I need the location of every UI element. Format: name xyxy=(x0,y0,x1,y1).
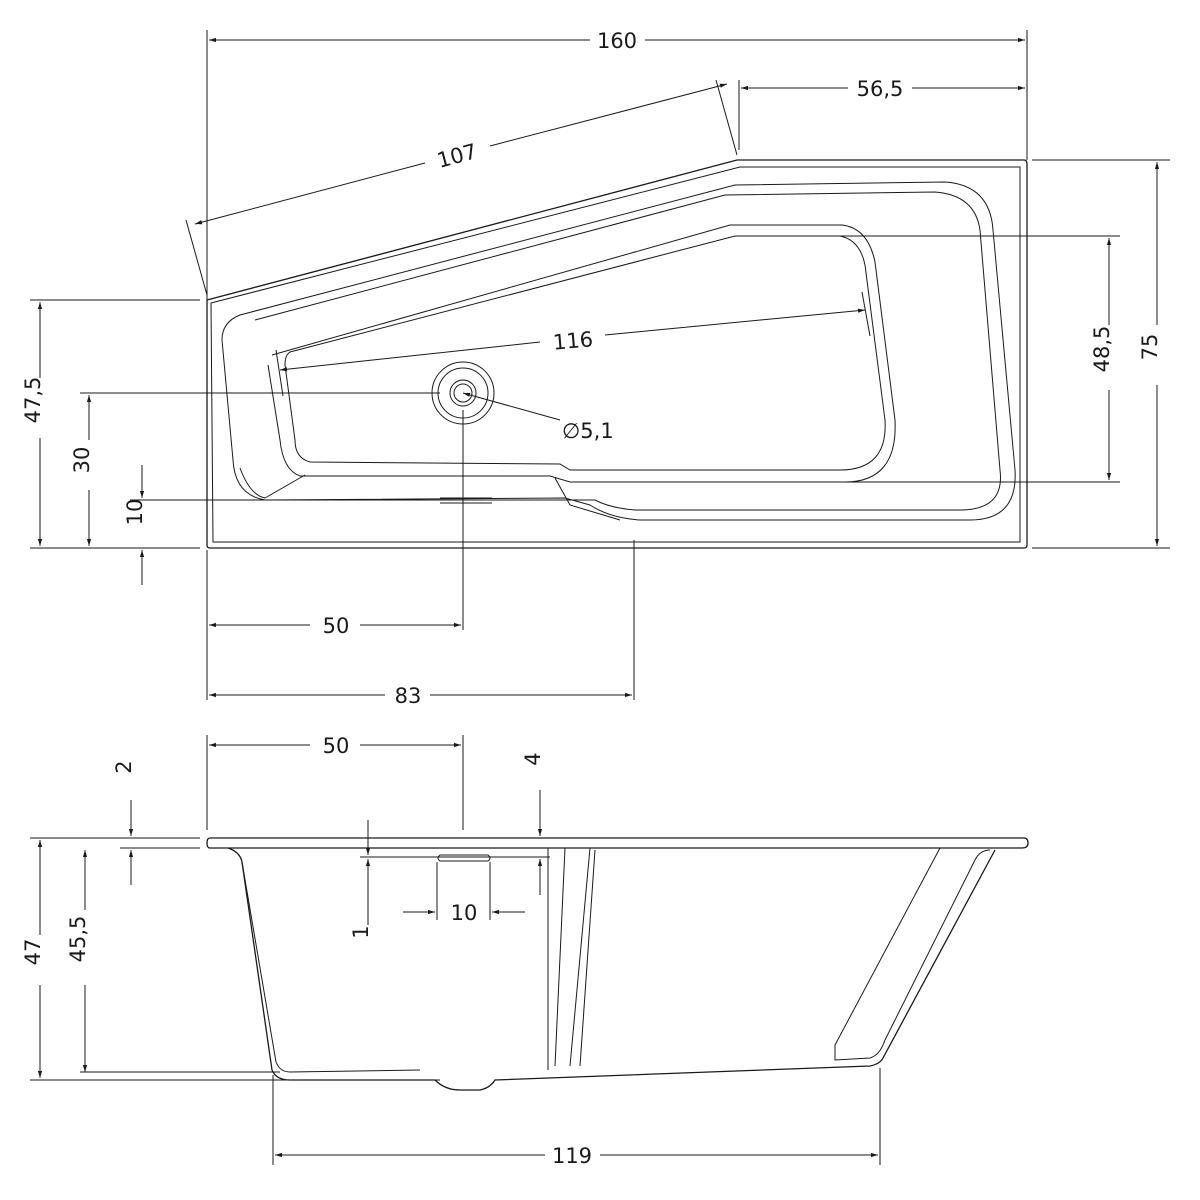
dim-83: 83 xyxy=(395,684,422,708)
dim-119: 119 xyxy=(552,1144,592,1168)
top-view xyxy=(206,159,1028,549)
tub-outline xyxy=(206,159,1028,549)
dim-116: 116 xyxy=(552,327,594,354)
basin-side xyxy=(227,847,996,1091)
dim-10-side: 10 xyxy=(451,901,478,925)
side-dimensions: 50 2 4 1 10 47 45,5 119 xyxy=(21,734,881,1168)
rim xyxy=(206,837,1029,849)
dim-50-side: 50 xyxy=(323,734,350,758)
dim-drain-diameter: ∅5,1 xyxy=(562,419,614,443)
dim-10-overflow: 10 xyxy=(123,499,147,526)
rim-inner xyxy=(221,181,1016,521)
dim-1: 1 xyxy=(349,925,373,938)
dim-30: 30 xyxy=(70,447,94,474)
dim-50-top: 50 xyxy=(323,614,350,638)
side-view xyxy=(206,837,1029,1091)
dim-47: 47 xyxy=(21,939,45,966)
basin-floor xyxy=(284,235,886,471)
top-dimensions: 160 107 56,5 75 48,5 116 ∅5,1 47,5 xyxy=(21,29,1170,708)
dim-4: 4 xyxy=(521,752,545,765)
dim-48-5: 48,5 xyxy=(1090,326,1114,373)
overflow xyxy=(437,854,491,862)
dim-56-5: 56,5 xyxy=(857,77,904,101)
dim-107: 107 xyxy=(435,139,480,173)
dim-2: 2 xyxy=(112,760,136,773)
dim-75: 75 xyxy=(1138,334,1162,361)
dim-47-5: 47,5 xyxy=(21,377,45,424)
dim-160: 160 xyxy=(597,29,637,53)
dim-45-5: 45,5 xyxy=(66,916,90,963)
